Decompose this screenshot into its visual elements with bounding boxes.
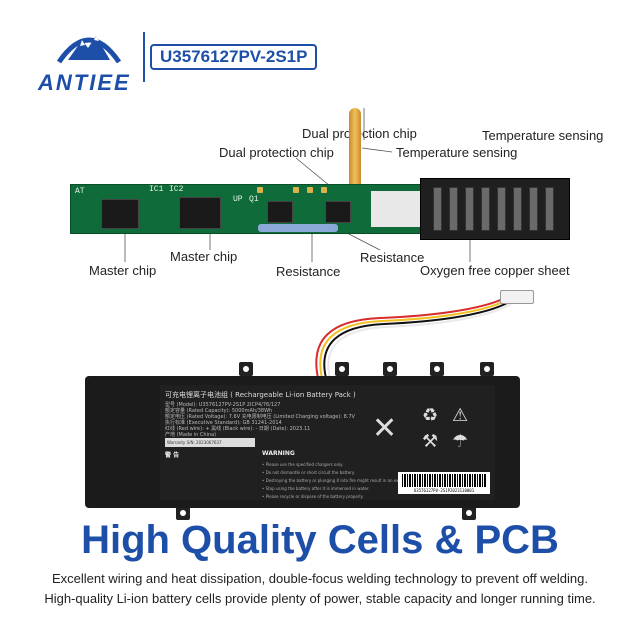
solder-pad: [257, 187, 263, 193]
connector-slot: [529, 187, 538, 231]
master-chip: [179, 197, 221, 229]
master-chip: [101, 199, 139, 229]
pcb-silk-ic2: IC2: [169, 185, 184, 194]
callout-master-chip: Master chip: [170, 249, 238, 264]
caption: Excellent wiring and heat dissipation, d…: [52, 571, 588, 586]
mounting-tab: [239, 362, 253, 376]
callout-resistance: Resistance: [360, 250, 425, 265]
connector-slot: [449, 187, 458, 231]
no-water-icon: ☂: [452, 431, 469, 451]
callout-dual-protection-chip: Dual protection chip: [219, 145, 334, 160]
wire-connector: [500, 290, 534, 304]
battery-spec: 产地 (Made in China): [165, 432, 217, 438]
warning-line: • Stop using the battery after it is imm…: [262, 486, 370, 491]
connector-slot: [481, 187, 490, 231]
caption: High-quality Li-ion battery cells provid…: [44, 591, 596, 606]
barcode: U3576127PV-2S1P2023110001: [398, 472, 490, 494]
brand-name: ANTIEE: [38, 70, 131, 95]
copper-connector: [420, 178, 570, 240]
solder-pad: [307, 187, 313, 193]
pcb-silk-ic1: IC1: [149, 185, 164, 194]
battery-spec: 额定容量 (Rated Capacity): 5000mAh/38Wh: [165, 408, 273, 414]
callout-temperature-sensing: Temperature sensing: [482, 128, 604, 143]
callout-master-chip: Master chip: [89, 263, 157, 278]
brand-logo: ANTIEE: [38, 22, 138, 95]
connector-slot: [545, 187, 554, 231]
warranty-sticker: Warranty S/N: 2023067637: [165, 438, 255, 447]
mounting-tab: [383, 362, 397, 376]
battery-title: 可充电锂离子电池组 ( Rechargeable Li-ion Battery …: [165, 391, 356, 399]
warning-line: • Do not dismantle or short circuit the …: [262, 470, 355, 475]
pcb-board: AT IC1 IC2 UP Q1: [70, 184, 430, 234]
pcb-silk-at: AT: [75, 187, 85, 196]
warning-line: • Please use the specified chargers only…: [262, 462, 344, 467]
safety-icons: ✕ ♻ ⚠ ⚒ ☂: [372, 405, 482, 455]
mountain-logo-icon: [56, 36, 122, 64]
no-trash-icon: ✕: [372, 412, 398, 445]
mounting-tab: [335, 362, 349, 376]
connector-slot: [433, 187, 442, 231]
protection-chip: [267, 201, 293, 223]
pcb-silk-up: UP: [233, 195, 243, 204]
mounting-tab: [176, 506, 190, 520]
battery-spec: 额定电压 (Rated Voltage): 7.6V 充电限制电压 (Limit…: [165, 414, 355, 420]
battery-spec: 红线 (Red wire): + 黑线 (Black wire): - 日期 (…: [165, 426, 311, 432]
pcb-silk-q1: Q1: [249, 195, 259, 204]
solder-pad: [321, 187, 327, 193]
mounting-tab: [462, 506, 476, 520]
cn-warning-heading: 警 告: [165, 452, 180, 459]
no-dismantle-icon: ⚒: [422, 431, 439, 451]
battery-spec: 型号 (Model): U3576127PV-2S1P 2ICP4/76/127: [165, 402, 281, 408]
callout-resistance: Resistance: [276, 264, 341, 279]
mounting-tab: [480, 362, 494, 376]
barcode-text: U3576127PV-2S1P2023110001: [413, 488, 475, 493]
solder-pad: [293, 187, 299, 193]
pcb-panel: [371, 191, 429, 227]
no-fire-icon: ⚠: [452, 405, 469, 425]
mounting-tab: [430, 362, 444, 376]
resistor: [258, 224, 338, 232]
brand-divider: [143, 32, 145, 82]
warning-line: • Destroying the battery or plunging it …: [262, 478, 415, 483]
battery-wires: [315, 297, 512, 379]
callout-copper-sheet: Oxygen free copper sheet: [420, 263, 570, 278]
warning-line: • Please recycle or dispose of the batte…: [262, 494, 364, 499]
connector-slot: [465, 187, 474, 231]
protection-chip: [325, 201, 351, 223]
barcode-bars: [402, 474, 486, 487]
connector-slot: [497, 187, 506, 231]
leader-lines: [124, 108, 471, 262]
callout-temperature-sensing: Temperature sensing: [396, 145, 518, 160]
warning-heading: WARNING: [262, 450, 295, 457]
connector-slot: [513, 187, 522, 231]
battery-spec: 执行标准 (Executive Standard): GB 31241-2014: [165, 420, 282, 426]
headline: High Quality Cells & PCB: [81, 518, 559, 562]
recycle-icon: ♻: [422, 405, 439, 425]
temperature-sensor: [349, 108, 361, 186]
model-number: U3576127PV-2S1P: [150, 44, 318, 70]
